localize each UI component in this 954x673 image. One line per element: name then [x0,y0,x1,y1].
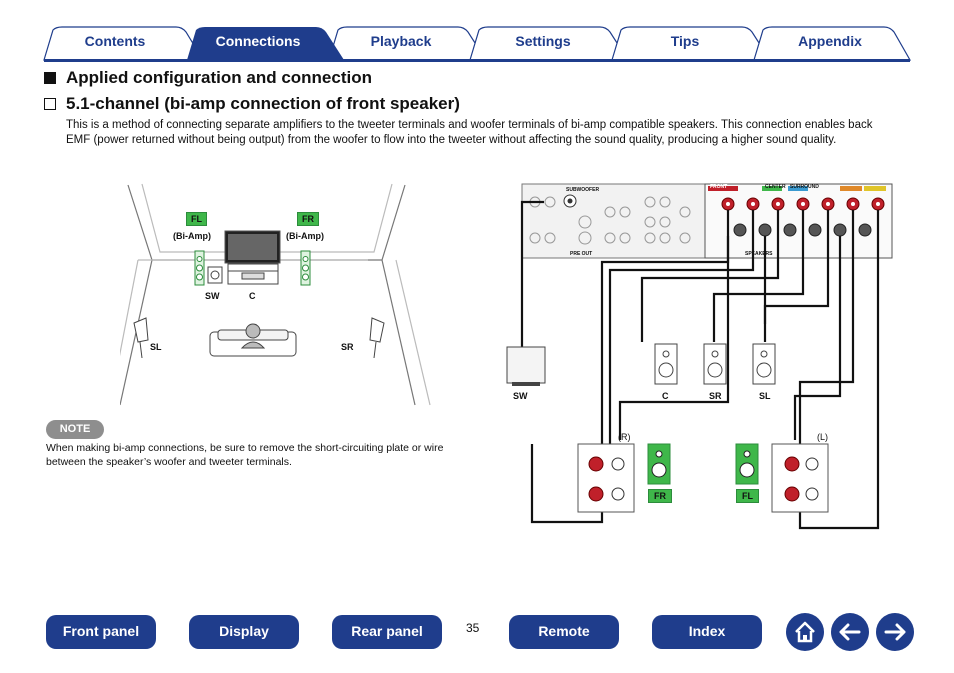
back-button[interactable] [831,613,869,651]
arrow-right-icon [884,623,906,641]
display-button[interactable]: Display [189,615,299,649]
home-icon [795,621,815,643]
room-sr-label: SR [341,342,354,352]
receiver-front-label: FRONT [710,184,728,190]
receiver-preout-label: PRE OUT [570,251,593,257]
wiring-l-label: (L) [817,432,828,442]
receiver-speakers-label: SPEAKERS [745,251,773,257]
section-heading-text: Applied configuration and connection [66,68,372,87]
subsection-heading-text: 5.1-channel (bi-amp connection of front … [66,94,460,113]
filled-square-icon [44,72,56,84]
front-panel-button[interactable]: Front panel [46,615,156,649]
room-sl-label: SL [150,342,162,352]
hollow-square-icon [44,98,56,110]
room-layout-diagram [120,183,431,406]
index-button[interactable]: Index [652,615,762,649]
wiring-diagram [506,183,893,530]
note-text: When making bi-amp connections, be sure … [46,442,444,468]
wiring-sl-label: SL [759,391,771,401]
note-badge: NOTE [46,420,104,439]
tab-settings[interactable]: Settings [515,33,571,49]
tab-connections[interactable]: Connections [215,33,301,49]
wiring-fr-badge: FR [648,489,672,503]
receiver-center-label: CENTER [765,184,786,190]
fl-badge: FL [186,212,207,226]
wiring-c-label: C [662,391,669,401]
forward-button[interactable] [876,613,914,651]
room-c-label: C [249,291,256,301]
page-number: 35 [466,621,480,635]
tab-contents[interactable]: Contents [84,33,146,49]
tab-appendix[interactable]: Appendix [798,33,862,49]
tab-bar [43,26,912,62]
rear-panel-button[interactable]: Rear panel [332,615,442,649]
fr-badge: FR [297,212,319,226]
section-heading: Applied configuration and connection [44,68,372,88]
wiring-sr-label: SR [709,391,722,401]
tab-playback[interactable]: Playback [370,33,432,49]
home-button[interactable] [786,613,824,651]
bi-amp-left-label: (Bi-Amp) [173,231,211,241]
arrow-left-icon [839,623,861,641]
wiring-fl-badge: FL [736,489,759,503]
remote-button[interactable]: Remote [509,615,619,649]
receiver-subwoofer-label: SUBWOOFER [566,187,600,193]
wiring-sw-label: SW [513,391,528,401]
bi-amp-right-label: (Bi-Amp) [286,231,324,241]
receiver-surround-label: SURROUND [790,184,819,190]
room-sw-label: SW [205,291,220,301]
intro-paragraph: This is a method of connecting separate … [66,119,873,146]
tab-tips[interactable]: Tips [670,33,700,49]
subsection-heading: 5.1-channel (bi-amp connection of front … [44,94,460,114]
speaker-terminals-row [721,197,885,237]
wiring-r-label: (R) [618,432,631,442]
